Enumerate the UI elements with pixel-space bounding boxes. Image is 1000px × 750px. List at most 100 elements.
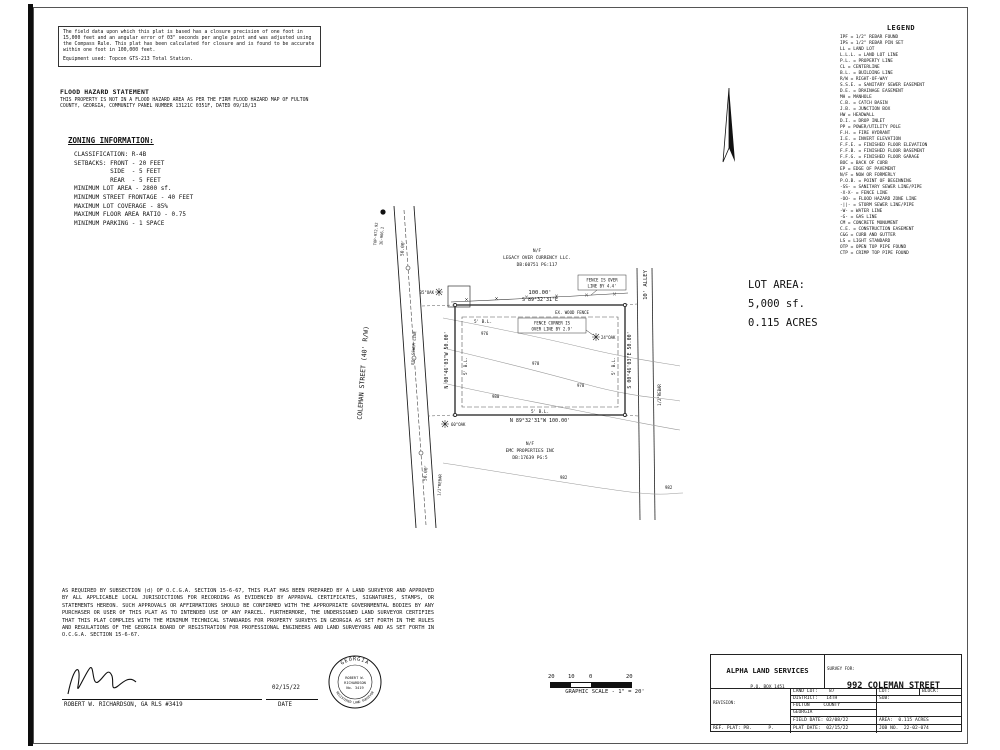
seal-name-line1: ROBERT W.: [345, 676, 364, 680]
legend-item: -OO- = FLOOD HAZARD ZONE LINE: [840, 197, 917, 202]
legend-item: L.L.L. = LAND LOT LINE: [840, 53, 899, 58]
contour-label-980: 980: [492, 394, 500, 399]
scale-tick-10: 10: [568, 674, 575, 680]
dim-west: N 00°46'03"W 50.00': [444, 331, 450, 388]
revision-cell: REVISION:: [711, 689, 791, 725]
legend-item: IPF = 1/2" REBAR FOUND: [840, 35, 899, 40]
wood-fence-label: EX. WOOD FENCE: [555, 310, 589, 315]
legend-item: CL = CENTERLINE: [840, 65, 880, 70]
oak-sw-label: 60"OAK: [451, 422, 466, 427]
title-block: ALPHA LAND SERVICES P.O. BOX 1451 LOGANV…: [710, 654, 962, 733]
legend-item: F.F.B. = FINISHED FLOOR BASEMENT: [840, 149, 925, 154]
fence-corner-line1: FENCE CORNER IS: [534, 321, 571, 326]
contour-label-976: 976: [481, 331, 489, 336]
legend-item: C.B. = CATCH BASIN: [840, 101, 888, 106]
fence-corner-line2: OVER LINE BY 2.9': [532, 327, 573, 332]
legend-item: BOC = BACK OF CURB: [840, 161, 888, 166]
land-lot-cell: LAND LOT: 87: [791, 689, 877, 696]
legend-item: F.F.G. = FINISHED FLOOR GARAGE: [840, 155, 920, 160]
scale-tick-20r: 20: [626, 674, 633, 680]
firm-po: P.O. BOX 1451: [750, 685, 785, 689]
graphic-scale: 20 10 0 20 GRAPHIC SCALE - 1" = 20': [548, 674, 660, 698]
svg-text:GEORGIA: GEORGIA: [340, 657, 371, 667]
state-cell: GEORGIA: [791, 710, 877, 717]
setback-line: [461, 316, 619, 408]
legend-item: D.I. = DROP INLET: [840, 119, 885, 124]
legend-item: CM = CONCRETE MONUMENT: [840, 221, 899, 226]
lot-area-callout: LOT AREA: 5,000 sf. 0.115 ACRES: [748, 276, 818, 333]
revision-label: REVISION:: [713, 700, 736, 705]
scale-tick-20l: 20: [548, 674, 555, 680]
block-cell: BLOCK:: [920, 689, 962, 696]
adjoiner-north-name: LEGACY OVER CURRENCY LLC.: [503, 255, 571, 261]
scan-edge-bar: [28, 4, 33, 746]
signature-line: [62, 699, 262, 700]
zoning-line: MAXIMUM LOT COVERAGE - 85%: [74, 202, 168, 210]
flood-statement: FLOOD HAZARD STATEMENT THIS PROPERTY IS …: [60, 88, 322, 110]
boundary-ties: [421, 303, 639, 417]
fence-over-line1: FENCE IS OVER: [586, 278, 618, 283]
lot-area-sf: 5,000 sf.: [748, 298, 805, 310]
legend-item: R/W = RIGHT-OF-WAY: [840, 77, 888, 82]
zoning-line: REAR - 5 FEET: [74, 176, 161, 184]
survey-for-cell: SURVEY FOR: 992 COLEMAN STREET TAX PARCE…: [825, 655, 962, 689]
firm-name: ALPHA LAND SERVICES: [726, 666, 809, 675]
coleman-street-lines: [393, 205, 437, 529]
field-date-cell: FIELD DATE: 02/08/22: [791, 717, 877, 725]
survey-for-label: SURVEY FOR:: [827, 666, 855, 671]
alley-label: 10' ALLEY: [643, 269, 649, 299]
fence-over-line2: LINE BY 4.4': [588, 284, 617, 289]
legend-item: C.E. = CONSTRUCTION EASEMENT: [840, 227, 915, 232]
legend-item: J.B. = JUNCTION BOX: [840, 107, 891, 112]
zoning-line: SETBACKS: FRONT - 20 FEET: [74, 159, 165, 167]
date-line: [266, 699, 318, 700]
dim-north-length: 100.00': [528, 290, 551, 296]
flood-title: FLOOD HAZARD STATEMENT: [60, 88, 150, 96]
adjoiner-south-deed: DB:17639 PG:5: [512, 455, 548, 461]
legend-item: S.S.E. = SANITARY SEWER EASEMENT: [840, 83, 925, 88]
seal-name-line2: RICHARDSON: [344, 681, 366, 685]
legend-item: OTP = OPEN TOP PIPE FOUND: [840, 245, 907, 250]
bl-label-bottom: 5' B.L.: [531, 409, 549, 415]
legend-title: LEGEND: [886, 24, 916, 32]
sub-cell: SUB:: [877, 696, 962, 703]
structure-outline: [447, 285, 471, 308]
legend-item: -W- = WATER LINE: [840, 209, 883, 214]
surveyor-signature: [67, 667, 137, 695]
zoning-title: ZONING INFORMATION:: [68, 136, 154, 145]
alley-lines: [636, 267, 656, 521]
surveyor-seal: GEORGIA REGISTERED LAND SURVEYOR ROBERT …: [328, 655, 382, 709]
legend-item: HW = HEADWALL: [840, 113, 875, 118]
dim-east: S 00°46'03"E 50.00': [627, 331, 633, 388]
district-cell: DISTRICT: 14TH: [791, 696, 877, 703]
legend-item: C&G = CURB AND GUTTER: [840, 233, 896, 238]
seal-arc-bottom: REGISTERED LAND SURVEYOR: [335, 691, 375, 705]
legend-item: LS = LIGHT STANDARD: [840, 239, 891, 244]
sewer-label: EX. SEWER LINE: [410, 330, 417, 365]
legend-item: EP = EDGE OF PAVEMENT: [840, 167, 896, 172]
legend-item: CTP = CRIMP TOP PIPE FOUND: [840, 251, 909, 256]
north-arrow-icon: [722, 87, 735, 163]
certification-text: AS REQUIRED BY SUBSECTION (d) OF O.C.G.A…: [62, 588, 434, 639]
legend-item: N/F = NOW OR FORMERLY: [840, 173, 896, 178]
job-number-cell: JOB NO. 22-02-074: [879, 726, 929, 731]
lot-cell: LOT:: [877, 689, 920, 696]
contour-label-978b: 978: [577, 383, 585, 388]
plat-drawing: 976 978 978 980 982 982: [356, 205, 684, 529]
adjoiner-north-deed: DB:60751 PG:117: [517, 262, 558, 268]
zoning-line: SIDE - 5 FEET: [74, 168, 161, 176]
date-label: DATE: [278, 702, 292, 708]
bl-label-top: 5' B.L.: [474, 319, 492, 325]
surveyor-name: ROBERT W. RICHARDSON, GA RLS #3419: [64, 702, 183, 708]
equipment-note-text: Equipment used: Topcon GTS-213 Total Sta…: [63, 57, 193, 62]
adjoiner-north: N/F LEGACY OVER CURRENCY LLC. DB:60751 P…: [503, 248, 571, 268]
street-seg-a-label: 50.00': [399, 240, 406, 257]
legend-item: -G- = GAS LINE: [840, 215, 878, 220]
legend-item: -X-X- = FENCE LINE: [840, 191, 888, 196]
bl-label-right: 5' B.L.: [611, 357, 617, 375]
manhole-top-label: TOP-972.92: [372, 222, 379, 245]
sewer-line: [403, 209, 427, 526]
